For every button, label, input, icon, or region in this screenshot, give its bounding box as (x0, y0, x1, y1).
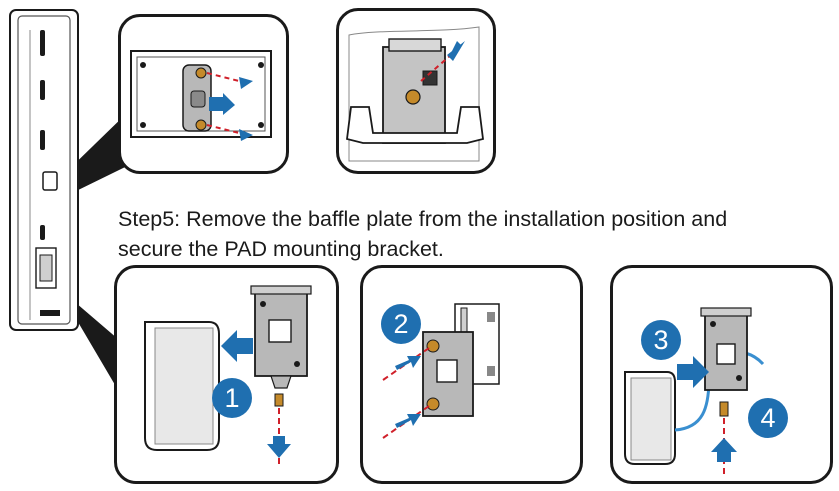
panel-bracket-closeup (336, 8, 496, 174)
device-body (9, 9, 79, 331)
remove-arrow-icon (239, 77, 253, 89)
remove-arrow-icon (209, 93, 235, 115)
step-instruction-line2: secure the PAD mounting bracket. (118, 237, 444, 261)
step-instruction: Step5: Remove the baffle plate from the … (118, 204, 833, 264)
step-badge-4: 4 (748, 398, 788, 438)
screw-arrow-down-icon (267, 436, 291, 458)
device-inner-frame (17, 15, 71, 325)
move-arrow-icon (221, 330, 253, 362)
panel-baffle-closeup (118, 14, 289, 174)
screw-arrow-icon (395, 414, 421, 428)
baffle-plate-illustration (130, 50, 272, 141)
mounted-bracket-illustration (346, 26, 484, 162)
remove-arrow-icon (239, 129, 253, 141)
panel-step-2: 2 (360, 265, 583, 484)
step-2-illustration (382, 303, 500, 439)
panel-step-3-4: 3 4 (610, 265, 833, 484)
step-badge-2: 2 (381, 304, 421, 344)
step-badge-3: 3 (641, 320, 681, 360)
insert-arrow-icon (677, 356, 709, 388)
screw-arrow-up-icon (711, 438, 737, 462)
step-1-illustration (144, 285, 312, 468)
step-3-4-illustration (624, 307, 765, 474)
step-badge-1: 1 (212, 378, 252, 418)
step-instruction-line1: Step5: Remove the baffle plate from the … (118, 207, 728, 231)
screw-arrow-icon (395, 356, 421, 370)
panel-step-1: 1 (114, 265, 339, 484)
